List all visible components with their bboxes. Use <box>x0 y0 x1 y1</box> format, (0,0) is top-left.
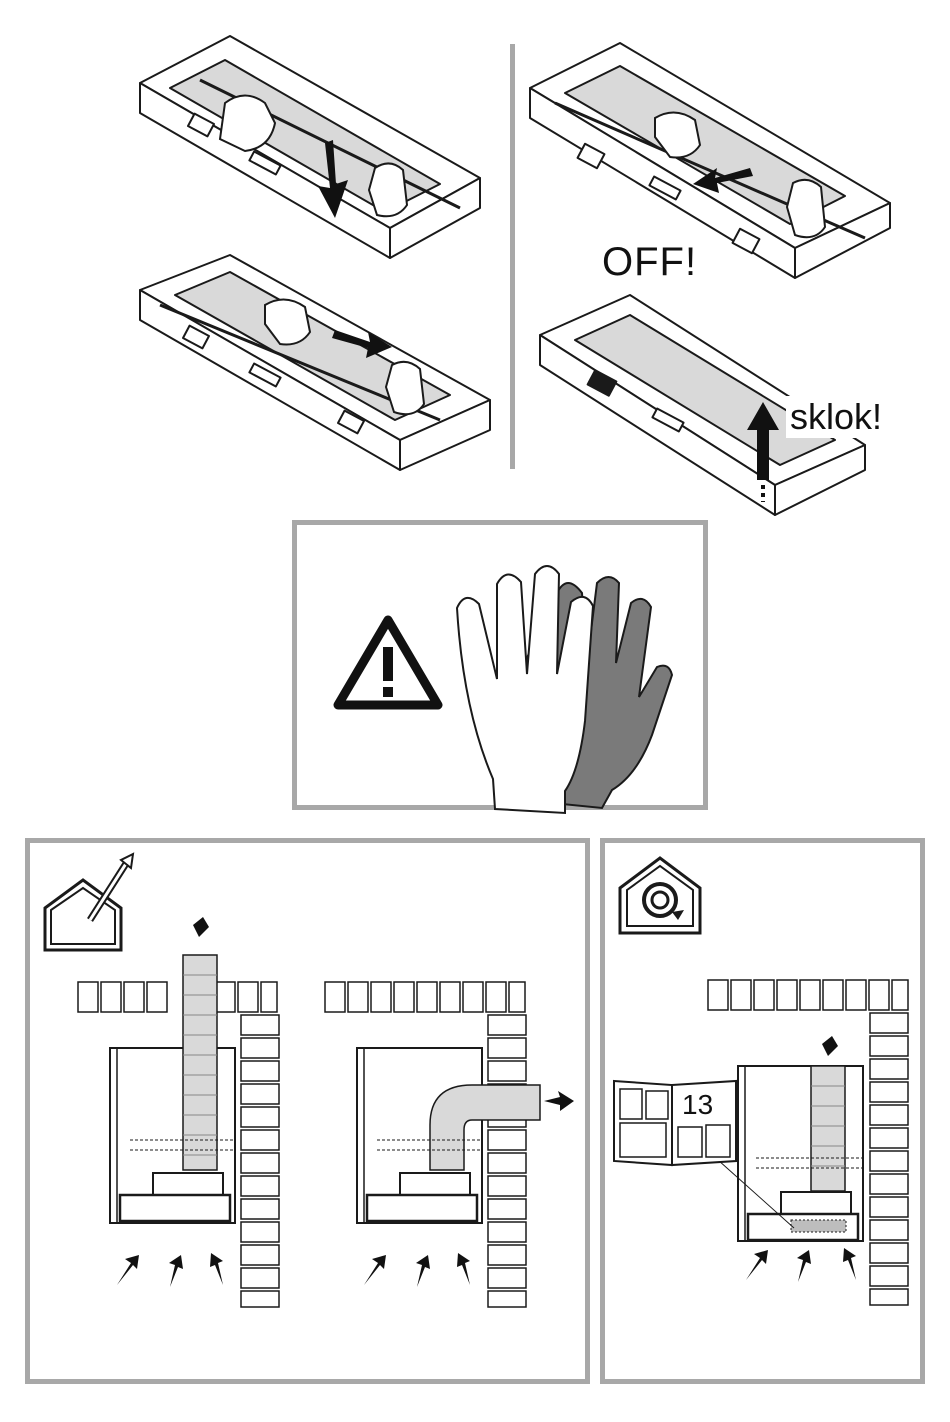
off-label: OFF! <box>602 240 697 285</box>
step-divider <box>510 44 515 469</box>
intake-arrow-icon <box>169 1255 183 1287</box>
extraction-wall-duct-diagram <box>322 915 592 1315</box>
intake-arrow-icon <box>457 1253 470 1285</box>
step-3-slide-filter-out <box>525 28 915 268</box>
up-arrow-icon <box>822 1036 838 1056</box>
manual-reference: 13 <box>610 1075 740 1169</box>
intake-arrow-icon <box>843 1248 856 1280</box>
right-arrow-icon <box>544 1091 574 1111</box>
manual-page-number: 13 <box>682 1089 713 1121</box>
intake-arrow-icon <box>797 1250 811 1282</box>
step-2-slide-filter <box>130 250 530 480</box>
up-arrow-icon <box>193 917 209 937</box>
safety-panel <box>292 520 708 810</box>
protective-gloves-icon <box>437 563 687 793</box>
intake-arrow-icon <box>117 1255 139 1285</box>
house-recirculation-icon <box>612 848 712 938</box>
intake-arrow-icon <box>210 1253 223 1285</box>
extraction-vertical-duct-diagram <box>75 915 285 1315</box>
step-4-filter-click-in <box>535 290 895 500</box>
intake-arrow-icon <box>364 1255 386 1285</box>
intake-arrow-icon <box>416 1255 430 1287</box>
sklok-label: sklok! <box>786 396 886 438</box>
warning-triangle-icon <box>333 615 443 710</box>
open-manual-icon <box>610 1075 740 1169</box>
intake-arrow-icon <box>746 1250 768 1280</box>
